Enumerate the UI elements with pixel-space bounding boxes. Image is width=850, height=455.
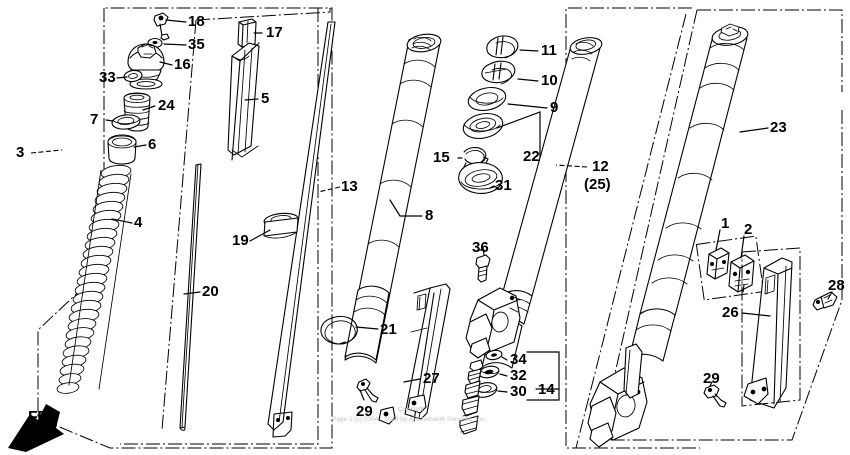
part-4-fork-spring [56,164,132,394]
bracket-22 [496,111,541,173]
part-16-fork-bolt [127,43,165,90]
callout-12: 12 [592,158,609,175]
part-34-washer [485,349,503,361]
callout-11: 11 [541,42,557,59]
leader-lines [30,19,833,401]
part-31b-dust-seal [458,162,503,194]
callout-7: 7 [90,111,99,128]
callout-30: 30 [510,383,527,400]
callout-14: 14 [538,381,555,398]
part-9-backup-ring [467,86,507,112]
callout-2: 2 [744,221,753,238]
callout-10: 10 [541,72,558,89]
callout-24: 24 [158,97,175,114]
part-21-snap-ring [320,315,358,345]
callout-36: 36 [472,239,489,256]
callout-33: 33 [99,69,116,86]
part-29-screw [356,378,379,403]
callout-1: 1 [721,215,730,232]
part-28-bolt [812,291,838,311]
callout-34: 34 [510,351,527,368]
part-31-oil-seal [462,112,504,140]
part-11-bush [486,35,519,59]
callout-21: 21 [380,321,397,338]
front-direction-label: FR. [28,409,53,426]
part-20-guide-rod [179,163,202,431]
part-8-fork-pipe [344,33,442,364]
part-1-holder [706,247,730,280]
callout-9: 9 [550,99,559,116]
callout-6: 6 [148,136,157,153]
callout-23: 23 [770,119,787,136]
part-12-bottom-case [465,37,603,369]
group-boundary-12 [565,7,700,449]
callout-8: 8 [425,207,434,224]
part-7-washer [111,114,141,130]
callout-22: 22 [523,148,540,165]
callout-32: 32 [510,367,527,384]
callout-19: 19 [232,232,249,249]
part-33-o-ring [123,69,143,83]
watermark-line-1: Copyright [398,407,424,413]
group-boundary-26 [741,247,801,407]
callout-28: 28 [828,277,845,294]
callout-26: 26 [722,304,739,321]
callout-31: 31 [495,177,512,194]
callout-5: 5 [261,90,270,107]
callout-27: 27 [423,370,440,387]
bracket-14 [526,351,560,401]
part-14-bolt [459,359,484,435]
part-36-bolt [475,246,491,283]
callout-18: 18 [188,13,205,30]
part-18-bolt [153,12,170,41]
part-19-damper-rod [263,21,336,438]
callout-16: 16 [174,56,191,73]
callout-29: 29 [356,403,373,420]
callout-35: 35 [188,36,205,53]
part-17-bush [237,18,257,48]
part-6-collar [107,134,137,165]
callout-4: 4 [134,214,143,231]
callout-20: 20 [202,283,219,300]
callout-3: 3 [16,144,25,161]
callout-13: 13 [341,178,358,195]
part-29b-screw [703,384,727,408]
front-direction-arrow [8,404,64,452]
part-27-fork-protector [378,283,451,425]
group-boundary-23 [599,9,843,441]
callout-17: 17 [266,24,283,41]
part-5-holder [227,42,260,161]
part-23-fork-right [587,23,749,448]
callout-25: (25) [584,176,611,193]
callout-15: 15 [433,149,450,166]
callout-29b: 29 [703,370,720,387]
watermark-line-2: Page 1 (c) 2004 - 2014 by ARI Network Se… [332,416,486,423]
part-10-bush [481,60,516,85]
part-26-fork-protector [743,257,793,409]
